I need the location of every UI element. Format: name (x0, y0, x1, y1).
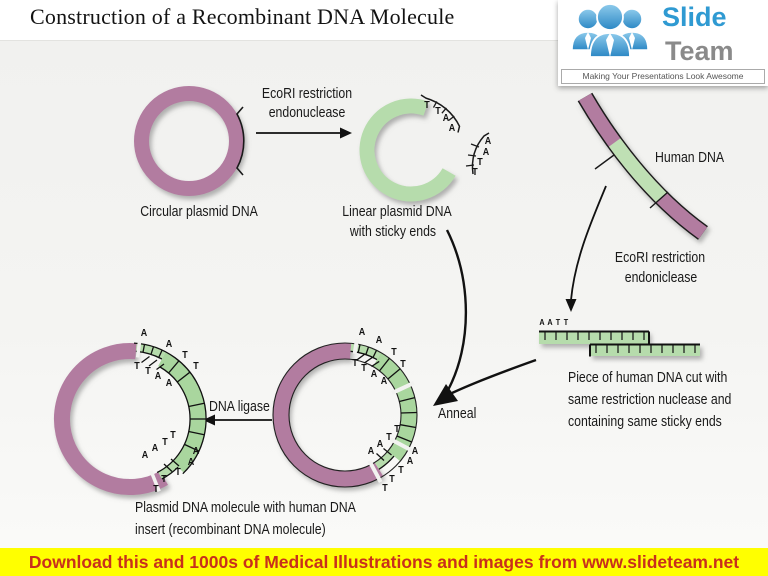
slideteam-logo[interactable]: Slide Team Making Your Presentations Loo… (558, 0, 768, 86)
base-letter: T (153, 483, 159, 495)
base-letter: A (448, 122, 456, 134)
anneal-arrows (433, 229, 537, 406)
base-letter: A (154, 370, 162, 382)
base-letter: A (482, 146, 490, 158)
label-circular-plasmid: Circular plasmid DNA (140, 203, 258, 220)
logo-text-team: Team (665, 36, 734, 66)
base-letter: A (370, 368, 378, 380)
label-linear-plasmid-line1: Linear plasmid DNA (342, 203, 452, 220)
base-letter: A (375, 334, 383, 346)
human-dna-green-segment (578, 93, 708, 239)
base-letter: A (192, 445, 200, 457)
ecori-arrow (256, 127, 352, 139)
ladder-ticks-annealed (356, 344, 417, 461)
base-letter: T (398, 464, 404, 476)
base-letter: T (472, 166, 478, 178)
ladder-ticks-recombinant (141, 344, 206, 472)
label-anneal: Anneal (438, 405, 477, 422)
base-letter: T (145, 365, 151, 377)
ligase-arrow (203, 414, 272, 426)
sticky-end-right (471, 132, 490, 175)
label-ecori-top-line2: endonuclease (268, 104, 346, 121)
base-letter: A (539, 317, 545, 327)
base-letter: T (161, 473, 167, 485)
base-letter: T (182, 349, 188, 361)
base-letter: T (386, 431, 392, 443)
label-piece-line3: containing same sticky ends (568, 413, 722, 430)
base-letter: A (484, 135, 492, 147)
base-letter: T (435, 105, 441, 117)
anneal-arrowhead (433, 384, 458, 406)
base-letter: A (406, 455, 414, 467)
base-letter: A (376, 438, 384, 450)
base-letter: A (165, 338, 173, 350)
cut-site-bracket (236, 106, 245, 176)
logo-text-slide: Slide (662, 2, 727, 32)
base-letter: A (187, 456, 195, 468)
base-letter: T (389, 473, 395, 485)
base-letter: A (442, 112, 450, 124)
label-ecori-top-line1: EcoRI restriction (261, 85, 353, 102)
base-letter: T (162, 436, 168, 448)
logo-tagline: Making Your Presentations Look Awesome (561, 69, 765, 84)
logo-people-icon (571, 3, 649, 58)
base-letter: A (140, 327, 148, 339)
ecori-right-arrow (565, 185, 607, 312)
label-dna-ligase: DNA ligase (209, 398, 270, 415)
nicks-annealed (352, 338, 415, 484)
base-letter: T (400, 358, 406, 370)
base-letter: A (367, 445, 375, 457)
base-letter: T (424, 99, 430, 111)
circular-plasmid-ring (134, 86, 245, 196)
label-product-line1: Plasmid DNA molecule with human DNA (135, 499, 356, 516)
base-letter: T (361, 362, 367, 374)
label-linear-plasmid-line2: with sticky ends (349, 223, 437, 240)
base-letter: A (165, 377, 173, 389)
human-dna-piece (539, 330, 700, 357)
label-ecori-right-line2: endoniclease (624, 269, 698, 286)
base-letter: T (563, 317, 569, 327)
label-piece-line1: Piece of human DNA cut with (568, 369, 728, 386)
base-letter: A (380, 375, 388, 387)
base-letter: A (141, 449, 149, 461)
annealed-plasmid-ring (272, 338, 418, 488)
base-letter: T (382, 482, 388, 494)
base-letter: T (134, 360, 140, 372)
base-letter: A (151, 442, 159, 454)
page-title: Construction of a Recombinant DNA Molecu… (30, 4, 455, 29)
label-ecori-right-line1: EcoRI restriction (614, 249, 706, 266)
base-letter: T (193, 360, 199, 372)
base-letter: T (352, 357, 358, 369)
base-letter: A (411, 445, 419, 457)
base-letter: A (547, 317, 553, 327)
ladder-ticks-piece (544, 332, 696, 353)
junction-gaps-recombinant (135, 341, 161, 492)
recombinant-plasmid-ring (53, 341, 207, 496)
base-letter: T (175, 466, 181, 478)
label-product-line2: insert (recombinant DNA molecule) (135, 521, 326, 538)
label-human-dna: Human DNA (655, 149, 725, 166)
base-letter: T (170, 429, 176, 441)
footer-banner: Download this and 1000s of Medical Illus… (0, 548, 768, 576)
base-letter: T (394, 423, 400, 435)
human-dna-bar (577, 92, 708, 240)
base-letter: T (391, 346, 397, 358)
footer-link[interactable]: Download this and 1000s of Medical Illus… (28, 551, 740, 572)
base-letter: T (555, 317, 561, 327)
base-letter: A (358, 326, 366, 338)
base-letter: T (477, 156, 483, 168)
linear-plasmid-ring (359, 94, 490, 202)
label-piece-line2: same restriction nuclease and (568, 391, 732, 408)
